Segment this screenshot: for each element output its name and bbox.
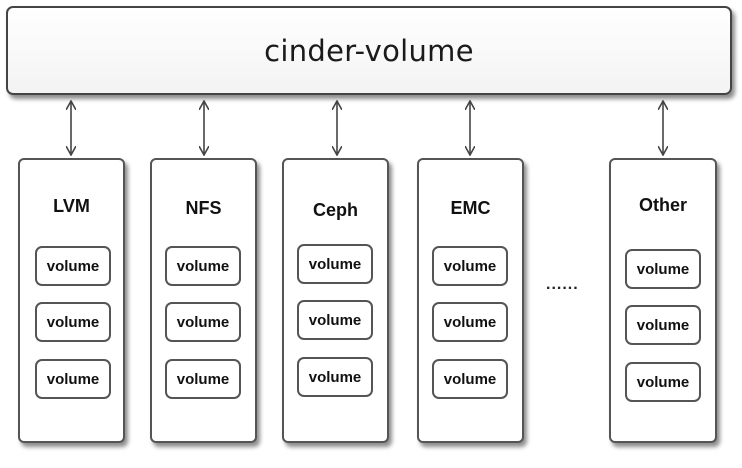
volume-box: volume: [432, 302, 508, 342]
volume-box: volume: [165, 359, 241, 399]
backend-title: Ceph: [313, 200, 358, 220]
backend-title: Other: [638, 195, 687, 215]
backend-title: LVM: [53, 196, 90, 216]
volume-label: volume: [308, 255, 362, 273]
volume-box: volume: [625, 362, 701, 402]
volume-label: volume: [308, 311, 362, 329]
volume-box: volume: [35, 302, 111, 342]
volume-label: volume: [176, 370, 230, 388]
volume-label: volume: [636, 260, 690, 278]
volume-box: volume: [625, 305, 701, 345]
volume-box: volume: [297, 244, 373, 284]
volume-box: volume: [35, 246, 111, 286]
volume-box: volume: [35, 359, 111, 399]
volume-label: volume: [46, 370, 100, 388]
cinder-volume-title: cinder-volume: [264, 33, 474, 68]
backend-lvm: LVM volume volume volume: [18, 158, 125, 443]
volume-label: volume: [636, 373, 690, 391]
volume-label: volume: [46, 313, 100, 331]
volume-label: volume: [308, 368, 362, 386]
backend-title: EMC: [450, 198, 491, 218]
volume-label: volume: [443, 313, 497, 331]
backend-emc: EMC volume volume volume: [417, 158, 524, 443]
volume-box: volume: [432, 246, 508, 286]
volume-box: volume: [165, 246, 241, 286]
backend-ceph: Ceph volume volume volume: [282, 158, 389, 443]
volume-label: volume: [443, 257, 497, 275]
backend-nfs: NFS volume volume volume: [150, 158, 257, 443]
volume-box: volume: [297, 357, 373, 397]
volume-box: volume: [165, 302, 241, 342]
volume-label: volume: [443, 370, 497, 388]
volume-box: volume: [625, 249, 701, 289]
cinder-volume-box: cinder-volume: [6, 6, 732, 95]
more-backends-ellipsis: ......: [546, 276, 579, 293]
volume-label: volume: [636, 316, 690, 334]
backend-other: Other volume volume volume: [609, 158, 717, 443]
volume-label: volume: [46, 257, 100, 275]
volume-label: volume: [176, 313, 230, 331]
backend-title: NFS: [185, 198, 222, 218]
volume-box: volume: [297, 300, 373, 340]
volume-label: volume: [176, 257, 230, 275]
volume-box: volume: [432, 359, 508, 399]
